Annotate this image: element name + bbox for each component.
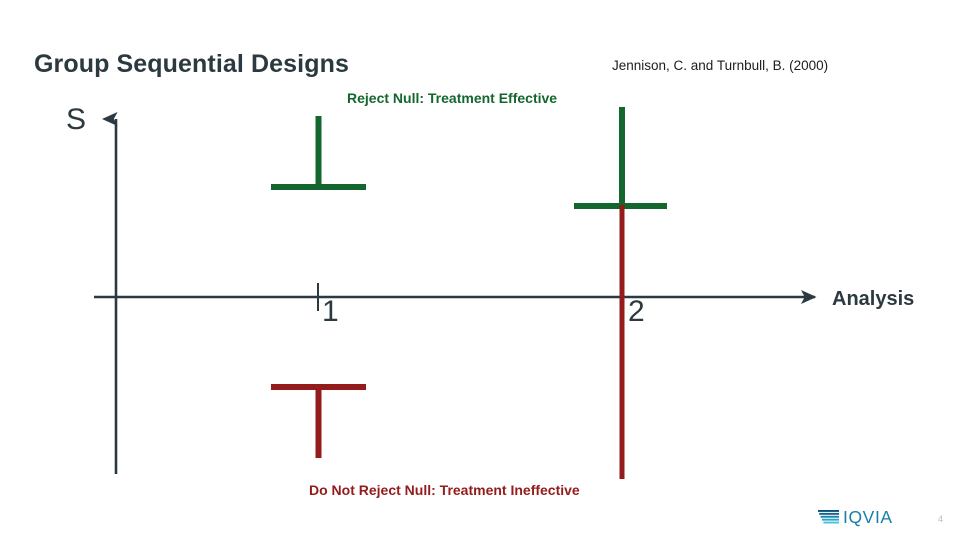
page-number: 4 — [938, 514, 944, 524]
upper-boundary-label: Reject Null: Treatment Effective — [347, 90, 558, 106]
iqvia-wordmark: IQVIA — [843, 508, 893, 527]
x-tick-label-2: 2 — [628, 295, 645, 328]
svg-text:IQVIA: IQVIA — [843, 508, 893, 527]
iqvia-bars-icon — [818, 510, 839, 524]
iqvia-logo: IQVIA — [818, 508, 913, 527]
x-axis-label: Analysis — [832, 288, 915, 310]
page-title: Group Sequential Designs — [34, 50, 349, 78]
lower-boundary-label: Do Not Reject Null: Treatment Ineffectiv… — [309, 482, 580, 498]
y-axis-label: S — [66, 103, 87, 136]
citation-text: Jennison, C. and Turnbull, B. (2000) — [612, 58, 829, 73]
x-tick-label-1: 1 — [322, 295, 339, 328]
